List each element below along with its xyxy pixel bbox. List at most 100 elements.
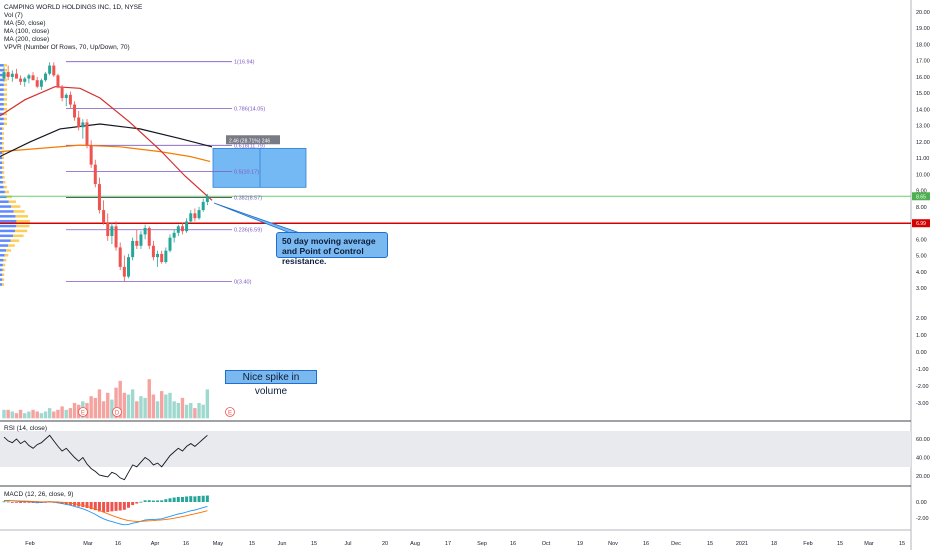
measure-label: 2.46 (28.71%) 246 — [229, 138, 270, 144]
macd-histogram-bar — [193, 496, 197, 502]
volume-bar — [143, 397, 147, 419]
macd-histogram-bar — [102, 502, 106, 512]
volume-bar — [68, 408, 73, 419]
macd-histogram-bar — [27, 502, 31, 503]
time-tick-label: Mar — [83, 541, 93, 547]
macd-histogram-bar — [164, 499, 168, 502]
volume-spike-note[interactable]: Nice spike in volume — [225, 370, 317, 397]
vpvr-up-bar — [0, 142, 3, 145]
volume-bar — [201, 404, 205, 419]
vpvr-up-bar — [0, 166, 3, 169]
volume-bar — [184, 404, 189, 419]
vpvr-up-bar — [0, 234, 13, 238]
vpvr-up-bar — [0, 263, 3, 267]
vpvr-down-bar — [13, 210, 25, 213]
vpvr-down-bar — [3, 180, 6, 184]
time-tick-label: 17 — [445, 541, 451, 547]
vpvr-up-bar — [0, 205, 12, 208]
macd-histogram-bar — [97, 502, 101, 512]
fib-level-label: 0.236(6.59) — [234, 228, 262, 234]
volume-bar — [101, 401, 106, 419]
vpvr-down-bar — [8, 244, 15, 247]
vpvr-up-bar — [0, 117, 4, 121]
vpvr-down-bar — [3, 83, 7, 87]
measure-box — [212, 147, 307, 188]
vpvr-down-bar — [3, 112, 7, 116]
volume-bar — [64, 409, 68, 419]
price-tick-label: 14.00 — [916, 107, 930, 113]
vpvr-down-bar — [2, 268, 5, 272]
macd-histogram-bar — [176, 496, 180, 502]
vpvr-up-bar — [0, 249, 7, 252]
vpvr-up-bar — [0, 254, 5, 257]
volume-bar — [2, 409, 6, 419]
candle-body — [201, 201, 205, 211]
candle-body — [14, 73, 18, 79]
event-marker-label: E — [81, 411, 85, 417]
macd-histogram-bar — [114, 502, 118, 511]
reference-lines: 2.46 (28.71%) 246 — [0, 135, 911, 234]
vpvr-up-bar — [0, 180, 4, 184]
ma50-line — [0, 86, 213, 201]
current-price-badge-label: 8.65 — [916, 194, 926, 200]
candle-body — [10, 73, 14, 77]
volume-bar — [110, 399, 114, 419]
price-tick-label: 20.00 — [916, 10, 930, 16]
rsi-tick-label: 20.00 — [916, 474, 930, 480]
macd-histogram-bar — [172, 497, 176, 502]
vpvr-up-bar — [0, 195, 7, 199]
volume-bar — [56, 409, 60, 419]
vpvr-up-bar — [0, 156, 3, 160]
signal-line — [3, 500, 208, 522]
candle-body — [44, 73, 47, 81]
ma200-line — [0, 144, 211, 162]
time-tick-label: Oct — [542, 541, 551, 547]
candle-body — [60, 86, 64, 99]
price-tick-label: 19.00 — [916, 26, 930, 32]
fib-level-label: 0.618(11.79) — [234, 143, 265, 149]
time-tick-label: 15 — [837, 541, 843, 547]
vpvr-down-bar — [6, 195, 13, 199]
volume-bar — [35, 411, 39, 419]
vpvr-up-bar — [0, 88, 4, 91]
fib-level-label: 0.382(8.57) — [234, 196, 262, 202]
vpvr-up-bar — [0, 98, 4, 101]
vpvr-down-bar — [12, 234, 24, 238]
volume-tick-label: -3.00 — [916, 401, 929, 407]
candle-body — [48, 65, 52, 74]
vpvr-up-bar — [0, 68, 4, 72]
candle-body — [110, 226, 114, 237]
fib-level-label: 1(16.94) — [234, 60, 255, 66]
price-tick-label: 12.00 — [916, 140, 930, 146]
macd-histogram-bar — [19, 502, 23, 503]
time-tick-label: 15 — [311, 541, 317, 547]
vpvr-up-bar — [0, 215, 16, 218]
rsi-pane — [3, 434, 208, 481]
volume-bar — [18, 409, 23, 419]
vpvr-up-bar — [0, 210, 14, 213]
volume-bar — [176, 403, 180, 419]
candle-body — [102, 210, 106, 224]
macd-histogram-bar — [89, 502, 93, 510]
time-tick-label: Sep — [477, 541, 487, 547]
vpvr-down-bar — [3, 78, 7, 82]
rsi-line — [3, 434, 208, 481]
volume-bar — [118, 380, 122, 419]
macd-histogram-bar — [64, 502, 68, 505]
vpvr-down-bar — [10, 239, 20, 242]
vpvr-down-bar — [2, 151, 5, 155]
time-tick-label: 16 — [115, 541, 121, 547]
macd-histogram-bar — [189, 496, 193, 502]
volume-bar — [122, 392, 127, 419]
ma-resistance-callout[interactable]: 50 day moving average and Point of Contr… — [276, 232, 388, 266]
candle-body — [147, 227, 151, 246]
ma100-line — [0, 123, 213, 158]
candle-body — [35, 80, 39, 87]
poc-price-badge-label: 6.99 — [916, 221, 926, 227]
candle-body — [19, 78, 23, 82]
current-price-badge — [912, 192, 930, 201]
volume-bar — [130, 389, 135, 419]
time-tick-label: 20 — [382, 541, 388, 547]
time-tick-label: Aug — [410, 541, 420, 547]
